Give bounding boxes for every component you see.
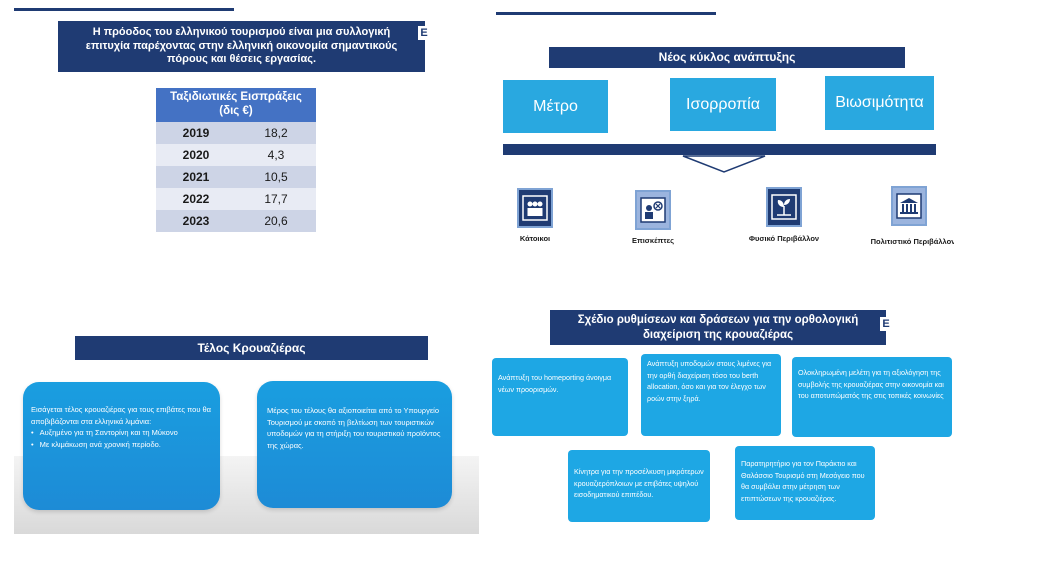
corner-logo-icon: Ε [880, 317, 892, 331]
list-item: Με κλιμάκωση ανά χρονική περίοδο. [31, 439, 212, 451]
pillar-box-sustainability: Βιωσιμότητα [825, 76, 934, 130]
temple-icon [891, 186, 927, 226]
slide-title-text: Νέος κύκλος ανάπτυξης [658, 50, 796, 64]
plan-card-port-infrastructure: Ανάπτυξη υποδομών στους λιμένες για την … [641, 354, 781, 436]
card-text: Παρατηρητήριο για τον Παράκτιο και Θαλάσ… [741, 459, 865, 503]
pillar-box-metro: Μέτρο [503, 80, 608, 133]
slide-title: Η πρόοδος του ελληνικού τουρισμού είναι … [58, 21, 425, 72]
table-cell-value: 18,2 [236, 121, 316, 144]
chevron-down-icon [682, 155, 766, 173]
visitor-icon [635, 190, 671, 230]
table-cell-value: 17,7 [236, 187, 316, 210]
table-cell-year: 2023 [156, 209, 236, 232]
table-cell-value: 20,6 [236, 209, 316, 232]
slide-title: Τέλος Κρουαζιέρας [75, 336, 428, 360]
info-text: Εισάγεται τέλος κρουαζιέρας για τους επι… [31, 405, 212, 426]
card-text: Ανάπτυξη του homeporting άνοιγμα νέων πρ… [498, 373, 612, 394]
pillar-box-balance: Ισορροπία [670, 78, 776, 131]
slide-top-line [496, 12, 716, 15]
table-row: 2019 18,2 [156, 121, 316, 144]
table-row: 2022 17,7 [156, 187, 316, 210]
receipts-table: Ταξιδιωτικές Εισπράξεις (δις €) 2019 18,… [156, 88, 316, 232]
cruise-fee-info-box: Εισάγεται τέλος κρουαζιέρας για τους επι… [23, 382, 220, 510]
slide-cruise-plan: Σχέδιο ρυθμίσεων και δράσεων για την ορθ… [490, 300, 956, 530]
pillar-label: Μέτρο [533, 97, 578, 115]
plant-icon [766, 187, 802, 227]
slide-growth-cycle: Νέος κύκλος ανάπτυξης Μέτρο Ισορροπία Βι… [494, 0, 954, 260]
slide-title: Νέος κύκλος ανάπτυξης [549, 47, 905, 68]
table-cell-year: 2020 [156, 143, 236, 166]
plan-card-homeporting: Ανάπτυξη του homeporting άνοιγμα νέων πρ… [492, 358, 628, 436]
info-text: Μέρος του τέλους θα αξιοποιείται από το … [267, 406, 441, 450]
card-text: Ανάπτυξη υποδομών στους λιμένες για την … [647, 359, 772, 403]
slide-title-text: Τέλος Κρουαζιέρας [197, 340, 306, 355]
card-text: Κίνητρα για την προσέλκυση μικρότερων κρ… [574, 467, 704, 500]
people-icon [517, 188, 553, 228]
pillar-label: Ισορροπία [686, 95, 760, 113]
plan-card-impact-study: Ολοκληρωμένη μελέτη για τη αξιολόγηση τη… [792, 357, 952, 437]
list-item: Αυξημένο για τη Σαντορίνη και τη Μύκονο [31, 427, 212, 439]
table-cell-year: 2019 [156, 121, 236, 144]
stakeholder-label: Κάτοικοι [519, 234, 551, 243]
table-cell-value: 10,5 [236, 165, 316, 188]
corner-logo-icon: Ε [418, 26, 430, 40]
slide-title: Σχέδιο ρυθμίσεων και δράσεων για την ορθ… [550, 310, 886, 345]
stakeholder-label: Πολιτιστικό Περιβάλλον [870, 237, 954, 246]
table-header: Ταξιδιωτικές Εισπράξεις (δις €) [156, 88, 316, 122]
plan-card-incentives: Κίνητρα για την προσέλκυση μικρότερων κρ… [568, 450, 710, 522]
stakeholder-label: Επισκέπτες [631, 236, 675, 245]
slide-cruise-fee: Τέλος Κρουαζιέρας Εισάγεται τέλος κρουαζ… [14, 296, 479, 534]
table-cell-year: 2022 [156, 187, 236, 210]
cruise-fee-usage-box: Μέρος του τέλους θα αξιοποιείται από το … [257, 381, 452, 508]
card-text: Ολοκληρωμένη μελέτη για τη αξιολόγηση τη… [798, 368, 944, 401]
table-cell-value: 4,3 [236, 143, 316, 166]
stakeholder-label: Φυσικό Περιβάλλον [748, 234, 820, 243]
table-cell-year: 2021 [156, 165, 236, 188]
pillar-label: Βιωσιμότητα [835, 94, 924, 111]
slide-tourism-progress: Η πρόοδος του ελληνικού τουρισμού είναι … [0, 0, 478, 250]
slide-title-text: Σχέδιο ρυθμίσεων και δράσεων για την ορθ… [577, 314, 859, 341]
plan-card-observatory: Παρατηρητήριο για τον Παράκτιο και Θαλάσ… [735, 446, 875, 520]
info-bullet-list: Αυξημένο για τη Σαντορίνη και τη Μύκονο … [31, 427, 212, 450]
slide-top-line [14, 8, 234, 11]
table-row: 2023 20,6 [156, 209, 316, 232]
slide-title-text: Η πρόοδος του ελληνικού τουρισμού είναι … [85, 25, 398, 66]
table-row: 2020 4,3 [156, 143, 316, 166]
table-row: 2021 10,5 [156, 165, 316, 188]
divider-bar [503, 144, 936, 155]
